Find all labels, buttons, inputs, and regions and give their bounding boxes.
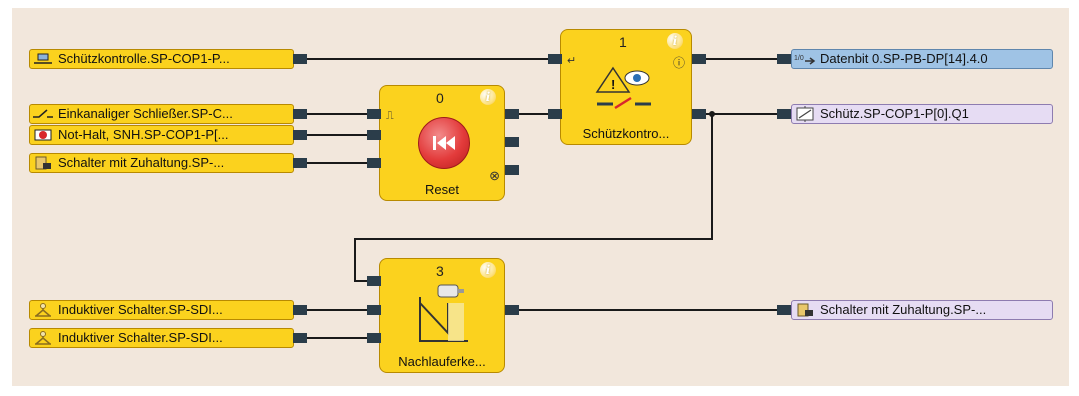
output-label: Schütz.SP-COP1-P[0].Q1 [820,106,969,121]
reset-output-port[interactable] [505,165,519,175]
info-icon[interactable]: i [667,33,683,49]
block-name: Reset [425,182,459,197]
block-name: Nachlauferke... [398,354,486,369]
reset-button-icon [418,117,470,169]
contactor-icon [792,105,818,123]
rundown-detection-block[interactable]: 3 i Nachlauferke... [379,258,505,373]
block-number: 0 [436,90,444,106]
block-name: Schützkontro... [582,126,670,141]
output-label: Datenbit 0.SP-PB-DP[14].4.0 [820,51,988,66]
rundown-input-port[interactable] [367,305,381,315]
svg-text:!: ! [611,77,615,92]
block-number: 3 [436,263,444,279]
reset-input-port[interactable] [367,130,381,140]
inductive-switch-icon [30,301,56,319]
emergency-stop-icon [30,126,56,144]
info-icon[interactable]: i [480,262,496,278]
reset-input-port[interactable] [367,158,381,168]
warning-output-symbol-icon: ⓘ [672,56,685,70]
input-port[interactable] [293,333,307,343]
wire-feedback-to-rundown [354,114,713,282]
data-bit-icon: 1/0 [792,50,818,68]
output-port[interactable] [777,305,791,315]
input-label: Einkanaliger Schließer.SP-C... [58,106,233,121]
output-port[interactable] [777,109,791,119]
input-label: Schützkontrolle.SP-COP1-P... [58,51,230,66]
reset-block[interactable]: 0 i ⎍ ⊗ Reset [379,85,505,201]
input-tag-single-channel-no[interactable]: Einkanaliger Schließer.SP-C... [29,104,294,124]
switch-contact-icon [30,105,56,123]
input-port[interactable] [293,305,307,315]
contactor-control-icon: ! [595,64,655,114]
info-icon[interactable]: i [480,89,496,105]
input-tag-inductive-switch-1[interactable]: Induktiver Schalter.SP-SDI... [29,300,294,320]
input-tag-inductive-switch-2[interactable]: Induktiver Schalter.SP-SDI... [29,328,294,348]
inductive-switch-icon [30,329,56,347]
wire-junction-dot [709,111,715,117]
reset-input-symbol-icon: ⎍ [386,110,394,122]
input-port[interactable] [293,109,307,119]
contactor-feedback-icon [30,50,56,68]
connection-wires [307,58,777,339]
input-label: Induktiver Schalter.SP-SDI... [58,330,223,345]
input-port[interactable] [293,158,307,168]
contactor-output-port[interactable] [692,109,706,119]
reset-output-port[interactable] [505,109,519,119]
input-tag-contactor-feedback[interactable]: Schützkontrolle.SP-COP1-P... [29,49,294,69]
input-label: Schalter mit Zuhaltung.SP-... [58,155,225,170]
output-tag-data-bit[interactable]: 1/0 Datenbit 0.SP-PB-DP[14].4.0 [791,49,1053,69]
svg-text:1/0: 1/0 [794,55,804,62]
output-tag-contactor[interactable]: Schütz.SP-COP1-P[0].Q1 [791,104,1053,124]
error-output-symbol-icon: ⊗ [489,168,500,183]
output-tag-locking-switch[interactable]: Schalter mit Zuhaltung.SP-... [791,300,1053,320]
input-label: Not-Halt, SNH.SP-COP1-P[... [58,127,229,142]
feedback-input-symbol-icon: ↵ [567,55,577,67]
reset-output-port[interactable] [505,137,519,147]
block-number: 1 [619,34,627,50]
output-port[interactable] [777,54,791,64]
rundown-input-port[interactable] [367,333,381,343]
input-tag-emergency-stop[interactable]: Not-Halt, SNH.SP-COP1-P[... [29,125,294,145]
input-port[interactable] [293,54,307,64]
reset-input-port[interactable] [367,109,381,119]
contactor-input-port[interactable] [548,109,562,119]
output-label: Schalter mit Zuhaltung.SP-... [820,302,987,317]
contactor-input-port[interactable] [548,54,562,64]
rundown-detection-icon [410,283,476,347]
rundown-output-port[interactable] [505,305,519,315]
locking-switch-icon [30,154,56,172]
locking-switch-icon [792,301,818,319]
logic-diagram-canvas: Schützkontrolle.SP-COP1-P... Einkanalige… [12,8,1069,386]
input-port[interactable] [293,130,307,140]
input-tag-locking-switch[interactable]: Schalter mit Zuhaltung.SP-... [29,153,294,173]
contactor-control-block[interactable]: 1 i ↵ ⓘ ! Schützkontro... [560,29,692,145]
contactor-output-port[interactable] [692,54,706,64]
rundown-input-port[interactable] [367,276,381,286]
input-label: Induktiver Schalter.SP-SDI... [58,302,223,317]
